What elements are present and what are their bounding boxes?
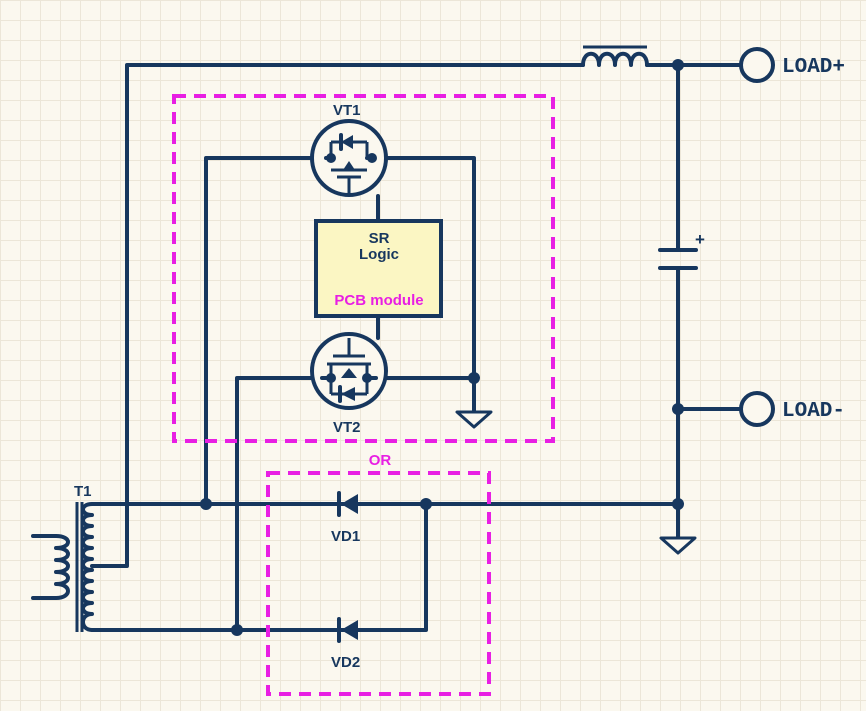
- diode-vd1: [337, 491, 358, 517]
- junction-dot: [231, 624, 243, 636]
- wire-vt1-left: [204, 156, 320, 506]
- mosfet-vt1: [310, 119, 388, 197]
- t1-label: T1: [74, 483, 92, 500]
- junction-dot: [672, 498, 684, 510]
- mosfet-vt2: [310, 332, 388, 410]
- diode-rectifier-box: [266, 471, 491, 696]
- diode-vd2: [337, 617, 358, 643]
- sr-logic-title-line1: SR: [369, 230, 390, 247]
- wire-vt2-left: [235, 376, 320, 632]
- transformer-t1: [31, 502, 100, 632]
- inductor: [581, 45, 649, 67]
- junction-dot: [200, 498, 212, 510]
- vt1-label: VT1: [333, 102, 361, 119]
- wires: [90, 63, 742, 632]
- junction-dot: [672, 403, 684, 415]
- load-plus-terminal[interactable]: [739, 47, 775, 83]
- load-plus-label: LOAD+: [782, 56, 845, 79]
- junction-dot: [672, 59, 684, 71]
- wire-rail-vd2: [90, 502, 428, 632]
- load-minus-terminal[interactable]: [739, 391, 775, 427]
- or-label: OR: [369, 452, 392, 469]
- junction-dot: [468, 372, 480, 384]
- junction-dot: [420, 498, 432, 510]
- vd2-label: VD2: [331, 654, 360, 671]
- capacitor-plus-label: +: [695, 230, 705, 249]
- wire-vt1-right: [382, 156, 476, 414]
- output-capacitor: [658, 248, 698, 270]
- vd1-label: VD1: [331, 528, 360, 545]
- pcb-module-label: PCB module: [334, 292, 423, 309]
- ground-symbol-logic: [455, 410, 493, 429]
- sr-logic-title-line2: Logic: [359, 246, 399, 263]
- load-minus-label: LOAD-: [782, 400, 845, 423]
- junctions: [200, 59, 684, 636]
- ground-symbol-right: [659, 536, 697, 555]
- synchronous-rectifier-box: [172, 94, 555, 443]
- vt2-label: VT2: [333, 419, 361, 436]
- wire-top-rail: [96, 63, 585, 568]
- sr-logic-module: [314, 219, 443, 318]
